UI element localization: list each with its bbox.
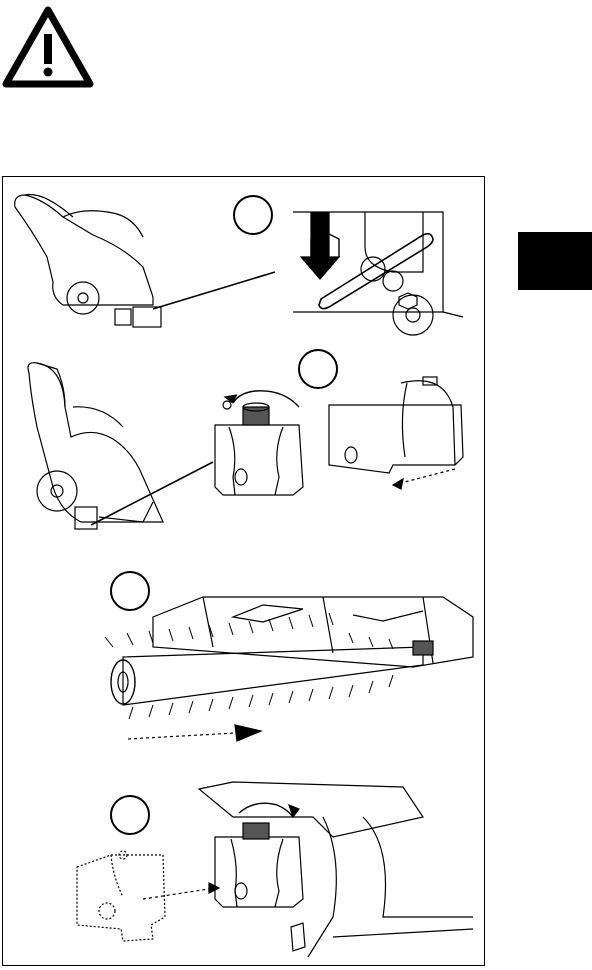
- step-4-circle: [110, 795, 150, 835]
- step-1-circle: [233, 195, 273, 235]
- cover-refit-detail: [199, 782, 473, 957]
- maintenance-illustration: [3, 177, 486, 967]
- machine-side-view-2: [28, 363, 213, 529]
- section-tab-marker: [518, 232, 592, 290]
- step-3-circle: [110, 571, 150, 611]
- cover-removed: [329, 377, 463, 489]
- cover-installed: [215, 391, 303, 495]
- cover-dashed-outline: [77, 851, 165, 941]
- figure-frame: [2, 176, 485, 966]
- down-arrow-icon: [301, 213, 339, 279]
- warning-triangle-icon: [2, 6, 94, 88]
- brush-roller-assembly: [105, 597, 473, 719]
- step-2-circle: [298, 349, 338, 389]
- right-arrow-icon: [235, 725, 261, 741]
